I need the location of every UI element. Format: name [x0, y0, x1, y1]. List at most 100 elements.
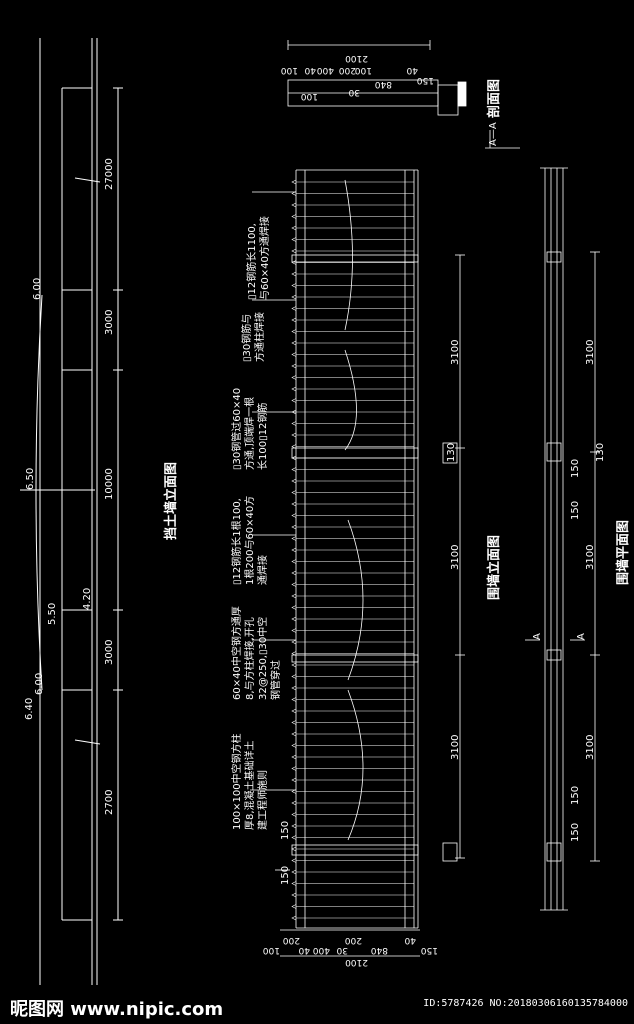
fence-bottom-dim-8: 150 [421, 945, 438, 955]
section-inner-1: 30 [348, 87, 360, 97]
picket-tip [291, 835, 297, 840]
picket-tip [291, 329, 297, 334]
picket-tip [291, 547, 297, 553]
fence-bottom-total: 2100 [345, 957, 368, 967]
fence-note-2-line-0: ▯12钢筋长1根100, [230, 498, 243, 585]
fence-note-0-line-2: 建工程师施则 [256, 770, 269, 830]
picket-tip [291, 536, 297, 541]
picket-tip [291, 363, 297, 369]
picket-tip [291, 858, 297, 863]
plan-span-2: 3100 [585, 735, 596, 760]
picket-tip [291, 766, 297, 771]
section-dim-0: 100 [281, 65, 298, 75]
fence-span-2: 3100 [450, 735, 461, 760]
picket-tip [291, 651, 297, 656]
footer-bar [0, 990, 634, 1024]
wall-level-3: 5.50 [47, 603, 58, 625]
picket-tip [291, 409, 297, 415]
plan-span-0: 3100 [585, 340, 596, 365]
wall-dim-4: 2700 [104, 790, 115, 815]
plan-span-1: 3100 [585, 545, 596, 570]
fence-post-dim: 130 [446, 443, 457, 462]
section-inner-2: 840 [375, 79, 392, 89]
fence-span-1: 3100 [450, 545, 461, 570]
section-dim-3: 40 [304, 65, 316, 75]
section-dim-1: 200 [339, 65, 356, 75]
fence-note-4-line-1: 方通柱焊接 [253, 312, 266, 362]
fence-bottom-dim-3: 400 [313, 945, 330, 955]
picket-tip [291, 570, 297, 576]
picket-tip [291, 685, 297, 691]
fence-note-3-line-1: 方通,顶端焊一根 [243, 397, 256, 470]
fence-pickets [291, 179, 414, 921]
fence-small-dim-0: 150 [280, 821, 291, 840]
wall-level-4: 6.00 [34, 673, 45, 695]
picket-tip [291, 869, 297, 875]
picket-tip [291, 260, 297, 265]
fence-note-1-line-0: 60×40中空钢方通厚 [230, 606, 243, 700]
fence-note-0-line-0: 100×100中空钢方柱 [230, 733, 243, 830]
wall-dim-1: 3000 [104, 310, 115, 335]
picket-tip [291, 881, 297, 886]
picket-tip [291, 444, 297, 449]
picket-tip [291, 467, 297, 472]
fence-bottom-dim-6: 840 [371, 945, 388, 955]
wall-level-2: 4.20 [82, 588, 93, 610]
picket-tip [291, 283, 297, 288]
fence-note-1-line-1: 8,与方柱焊接,开孔 [243, 617, 256, 700]
picket-tip [291, 455, 297, 461]
picket-tip [291, 306, 297, 311]
picket-tip [291, 616, 297, 622]
picket-tip [291, 582, 297, 587]
picket-tip [291, 904, 297, 909]
fence-title: 围墙立面图 [486, 535, 502, 600]
section-dim-5: 40 [406, 65, 418, 75]
wall-dim-2: 10000 [104, 468, 115, 500]
picket-tip [291, 697, 297, 702]
picket-tip [291, 754, 297, 760]
picket-tip [291, 225, 297, 231]
section-dim-6: 150 [417, 75, 434, 85]
plan-section-mark-0: A [532, 633, 543, 640]
picket-tip [291, 731, 297, 737]
picket-tip [291, 294, 297, 300]
wall-dim-3: 3000 [104, 640, 115, 665]
wall-level-1: 6.50 [25, 468, 36, 490]
retaining-wall-elevation [20, 38, 123, 985]
section-title: 剖面图 [486, 79, 502, 118]
section-total: 2100 [345, 53, 368, 63]
picket-tip [291, 386, 297, 392]
fence-note-2-line-1: 1根200与60×40方 [243, 496, 256, 585]
fence-span-0: 3100 [450, 340, 461, 365]
picket-tip [291, 892, 297, 898]
fence-elevation [250, 169, 465, 957]
fence-plan [525, 167, 600, 911]
section-mark: A—A [488, 122, 499, 146]
picket-tip [291, 375, 297, 380]
plan-small-dim-0: 150 [570, 459, 581, 478]
picket-tip [291, 662, 297, 668]
wall-dim-0: 27000 [104, 158, 115, 190]
wall-level-5: 6.40 [24, 698, 35, 720]
picket-tip [291, 317, 297, 323]
section-dim-4: 100 [355, 65, 372, 75]
fence-bottom-dim-0: 100 [263, 945, 280, 955]
site-watermark-brand[interactable]: 昵图网 www.nipic.com [10, 999, 224, 1020]
fence-note-5-line-1: 与60×40方通焊接 [258, 216, 271, 300]
fence-note-1-line-2: 32@250,▯30中空 [256, 617, 269, 700]
picket-tip [291, 340, 297, 346]
picket-tip [291, 628, 297, 633]
picket-tip [291, 202, 297, 208]
picket-tip [291, 812, 297, 817]
section-inner-0: 100 [301, 91, 318, 101]
picket-tip [291, 478, 297, 484]
picket-tip [291, 800, 297, 806]
fence-note-2-line-2: 通焊接 [256, 555, 269, 585]
picket-tip [291, 398, 297, 403]
plan-small-dim-1: 150 [570, 501, 581, 520]
picket-tip [291, 490, 297, 495]
section-dim-2: 400 [317, 65, 334, 75]
picket-tip [291, 432, 297, 438]
picket-tip [291, 674, 297, 679]
picket-tip [291, 501, 297, 507]
